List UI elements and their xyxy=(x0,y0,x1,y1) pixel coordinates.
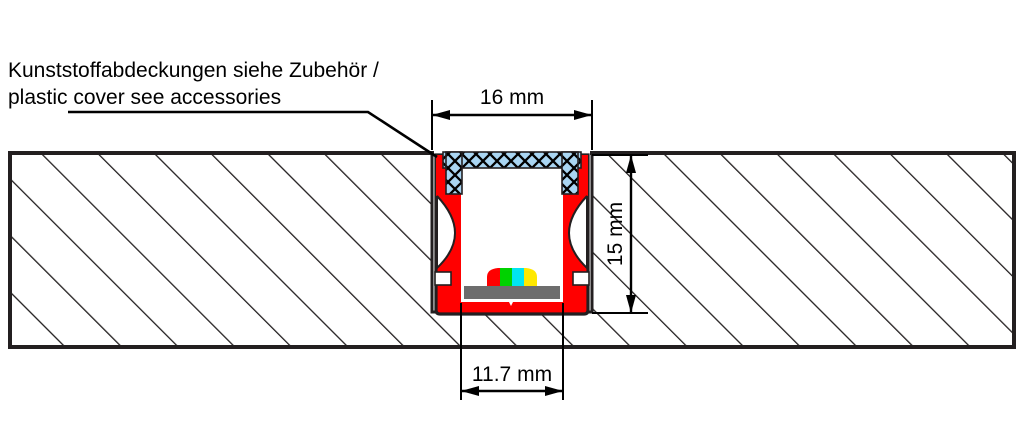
wall-outline xyxy=(8,151,1016,349)
dim-arrow-bottom-15 xyxy=(626,295,636,313)
plastic-cover xyxy=(442,151,582,195)
led-assembly xyxy=(464,268,560,306)
dim-arrow-right-117 xyxy=(545,386,563,396)
dim-arrow-left-16 xyxy=(432,110,450,120)
led-segment-red xyxy=(487,268,500,286)
led-center-mark xyxy=(509,302,513,306)
profile-notch-right xyxy=(572,271,590,286)
dim-label-16: 16 mm xyxy=(480,86,544,109)
led-segment-yellow xyxy=(524,268,537,286)
cover-leg-left xyxy=(445,151,463,195)
cover-top-span xyxy=(442,151,582,169)
led-segment-green xyxy=(500,268,512,286)
plastic-cover-note: Kunststoffabdeckungen siehe Zubehör / pl… xyxy=(8,59,379,109)
profile-screw-channel-left xyxy=(436,193,457,271)
led-chip xyxy=(487,268,537,286)
profile-notch-left xyxy=(434,271,452,286)
annotation-leader xyxy=(68,110,438,159)
cover-leg-right xyxy=(561,151,579,195)
led-pcb-strip xyxy=(464,286,560,299)
dim-label-15: 15 mm xyxy=(604,202,627,266)
dimension-height-right: 15 mm xyxy=(592,154,648,314)
note-line-2: plastic cover see accessories xyxy=(8,86,281,109)
note-line-1: Kunststoffabdeckungen siehe Zubehör / xyxy=(8,59,379,82)
dimension-width-top: 16 mm xyxy=(431,86,593,150)
dim-arrow-top-15 xyxy=(626,155,636,173)
dim-arrow-right-16 xyxy=(574,110,592,120)
dim-arrow-left-117 xyxy=(461,386,479,396)
profile-screw-channel-right xyxy=(567,193,588,271)
led-segment-cyan xyxy=(512,268,524,286)
leader-line xyxy=(68,110,438,159)
dimension-width-bottom: 11.7 mm xyxy=(460,303,564,400)
dim-label-117: 11.7 mm xyxy=(472,363,552,386)
